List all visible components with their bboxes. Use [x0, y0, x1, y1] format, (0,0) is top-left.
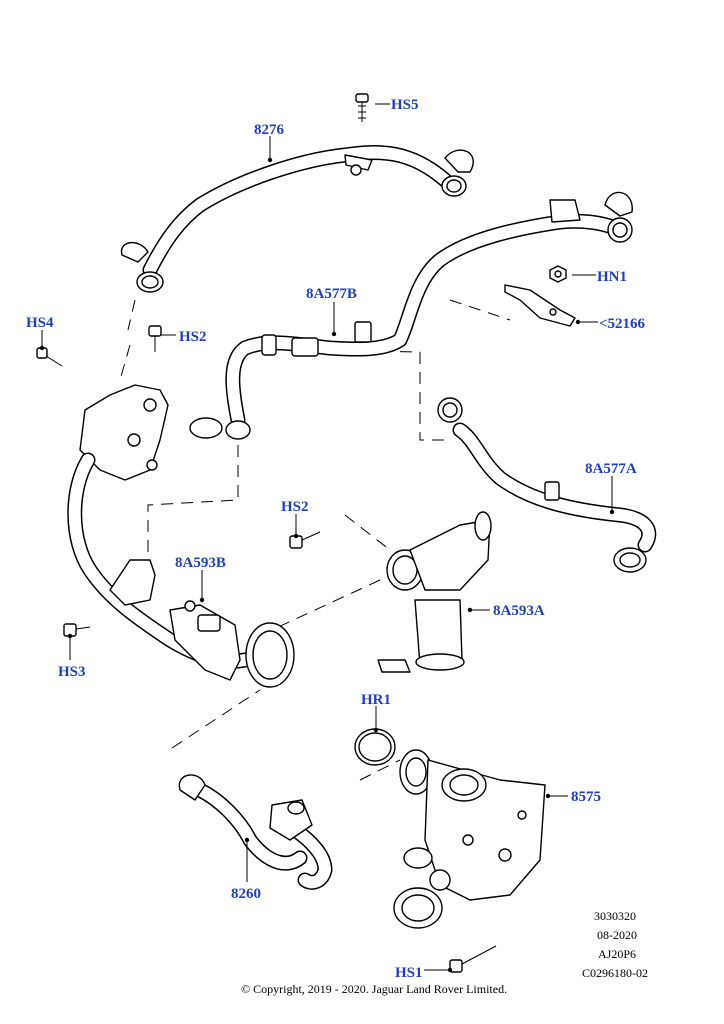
callout-labels: HS5 8276 HN1 8A577B <52166 HS4 HS2 8A577…	[26, 97, 646, 981]
callout-hs4: HS4	[26, 315, 54, 331]
bolt-hs2-top-icon	[148, 325, 162, 352]
copyright-notice: © Copyright, 2019 - 2020. Jaguar Land Ro…	[241, 982, 507, 996]
part-8a577b-hose	[189, 191, 633, 440]
info-date: 08-2020	[597, 928, 637, 942]
callout-hs3: HS3	[58, 664, 86, 680]
callout-hr1: HR1	[361, 692, 391, 708]
callout-8a593b: 8A593B	[175, 555, 226, 571]
part-8276-hose	[120, 145, 474, 293]
callout-8575: 8575	[571, 789, 601, 805]
callout-8260: 8260	[231, 886, 261, 902]
bolt-hs4-icon	[36, 347, 63, 367]
part-8575-housing	[393, 749, 546, 929]
callout-52166: <52166	[599, 316, 646, 332]
bolt-hs5-icon	[355, 93, 369, 122]
callout-hs1: HS1	[395, 965, 423, 981]
callout-hn1: HN1	[597, 269, 627, 285]
callout-8a577a: 8A577A	[585, 461, 637, 477]
part-8a593a-pipe	[377, 511, 492, 673]
callout-hs2-top: HS2	[179, 329, 207, 345]
callout-8a593a: 8A593A	[493, 603, 545, 619]
bolt-hs3-icon	[63, 623, 91, 637]
part-8a593b-pipe	[67, 384, 295, 688]
part-8260-hose	[178, 774, 333, 890]
info-code: 3030320	[594, 909, 636, 923]
callout-hs5: HS5	[391, 97, 419, 113]
part-8a577a-hose	[437, 397, 657, 573]
bracket-52166	[504, 284, 576, 327]
callout-leaders	[39, 103, 615, 973]
callout-8276: 8276	[254, 122, 285, 138]
o-ring-hr1-icon	[354, 728, 396, 766]
callout-hs2-mid: HS2	[281, 499, 309, 515]
info-illustration-id: C0296180-02	[582, 966, 648, 980]
bolt-hs1-icon	[449, 945, 497, 973]
drawing-info-block: 3030320 08-2020 AJ20P6 C0296180-02	[582, 909, 648, 980]
info-model: AJ20P6	[598, 947, 636, 961]
nut-hn1-icon	[549, 265, 567, 283]
callout-8a577b: 8A577B	[306, 286, 357, 302]
